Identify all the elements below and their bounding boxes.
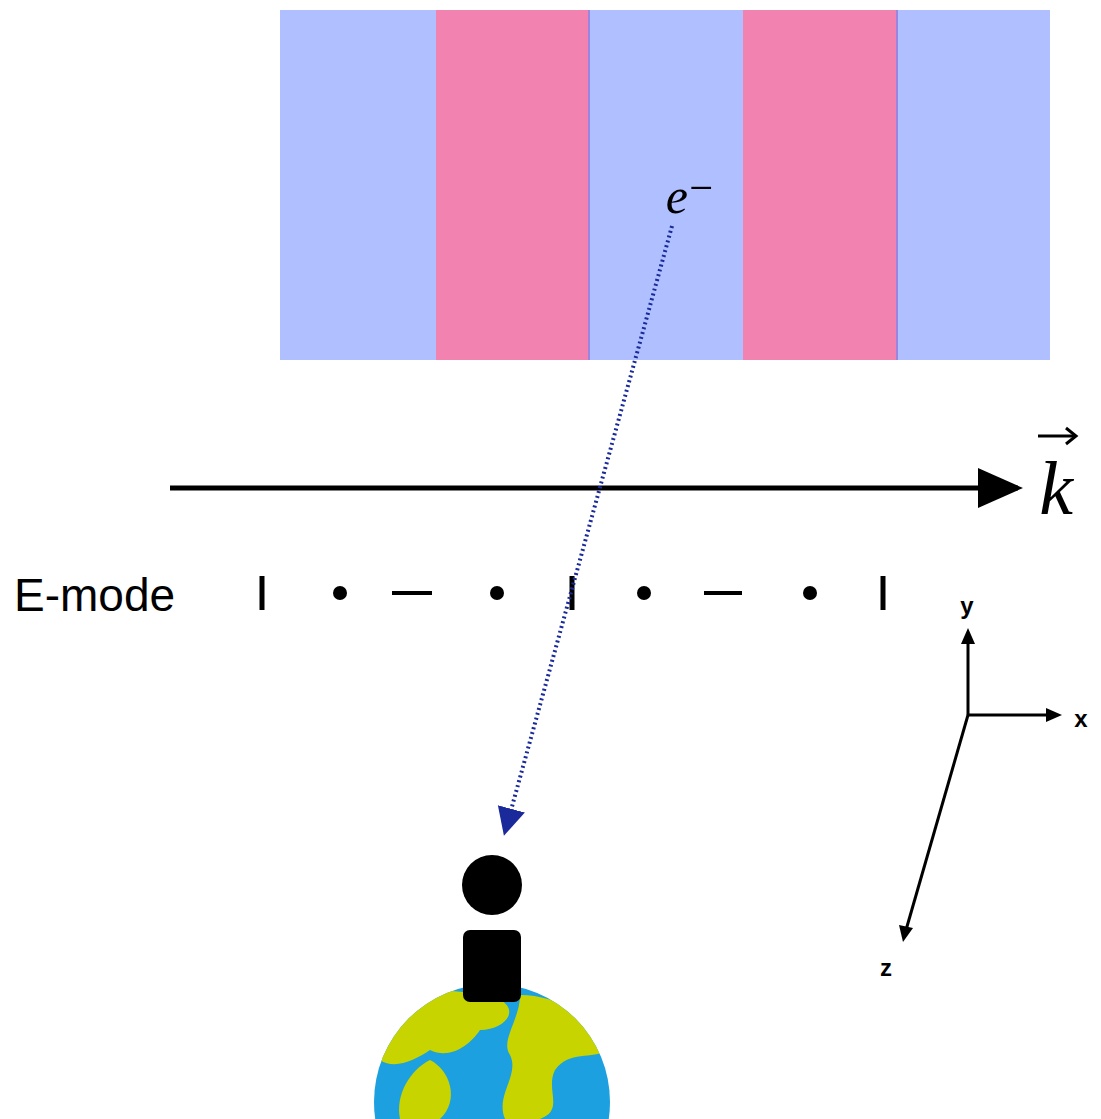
coordinate-axes	[899, 628, 1062, 942]
vector-accent	[1038, 428, 1076, 444]
stripe-pattern	[280, 10, 1050, 360]
axis-label: y	[960, 594, 973, 618]
mode-label: E-mode	[14, 572, 175, 618]
observer-icon	[462, 855, 522, 1002]
line-of-sight	[505, 226, 672, 832]
axis-label: z	[880, 956, 892, 980]
axis-label: x	[1074, 707, 1087, 731]
wave-vector-arrow	[170, 486, 1018, 491]
earth-icon	[374, 984, 610, 1119]
wave-vector-label: k	[1039, 450, 1073, 526]
particle-label: e⁻	[666, 171, 715, 221]
